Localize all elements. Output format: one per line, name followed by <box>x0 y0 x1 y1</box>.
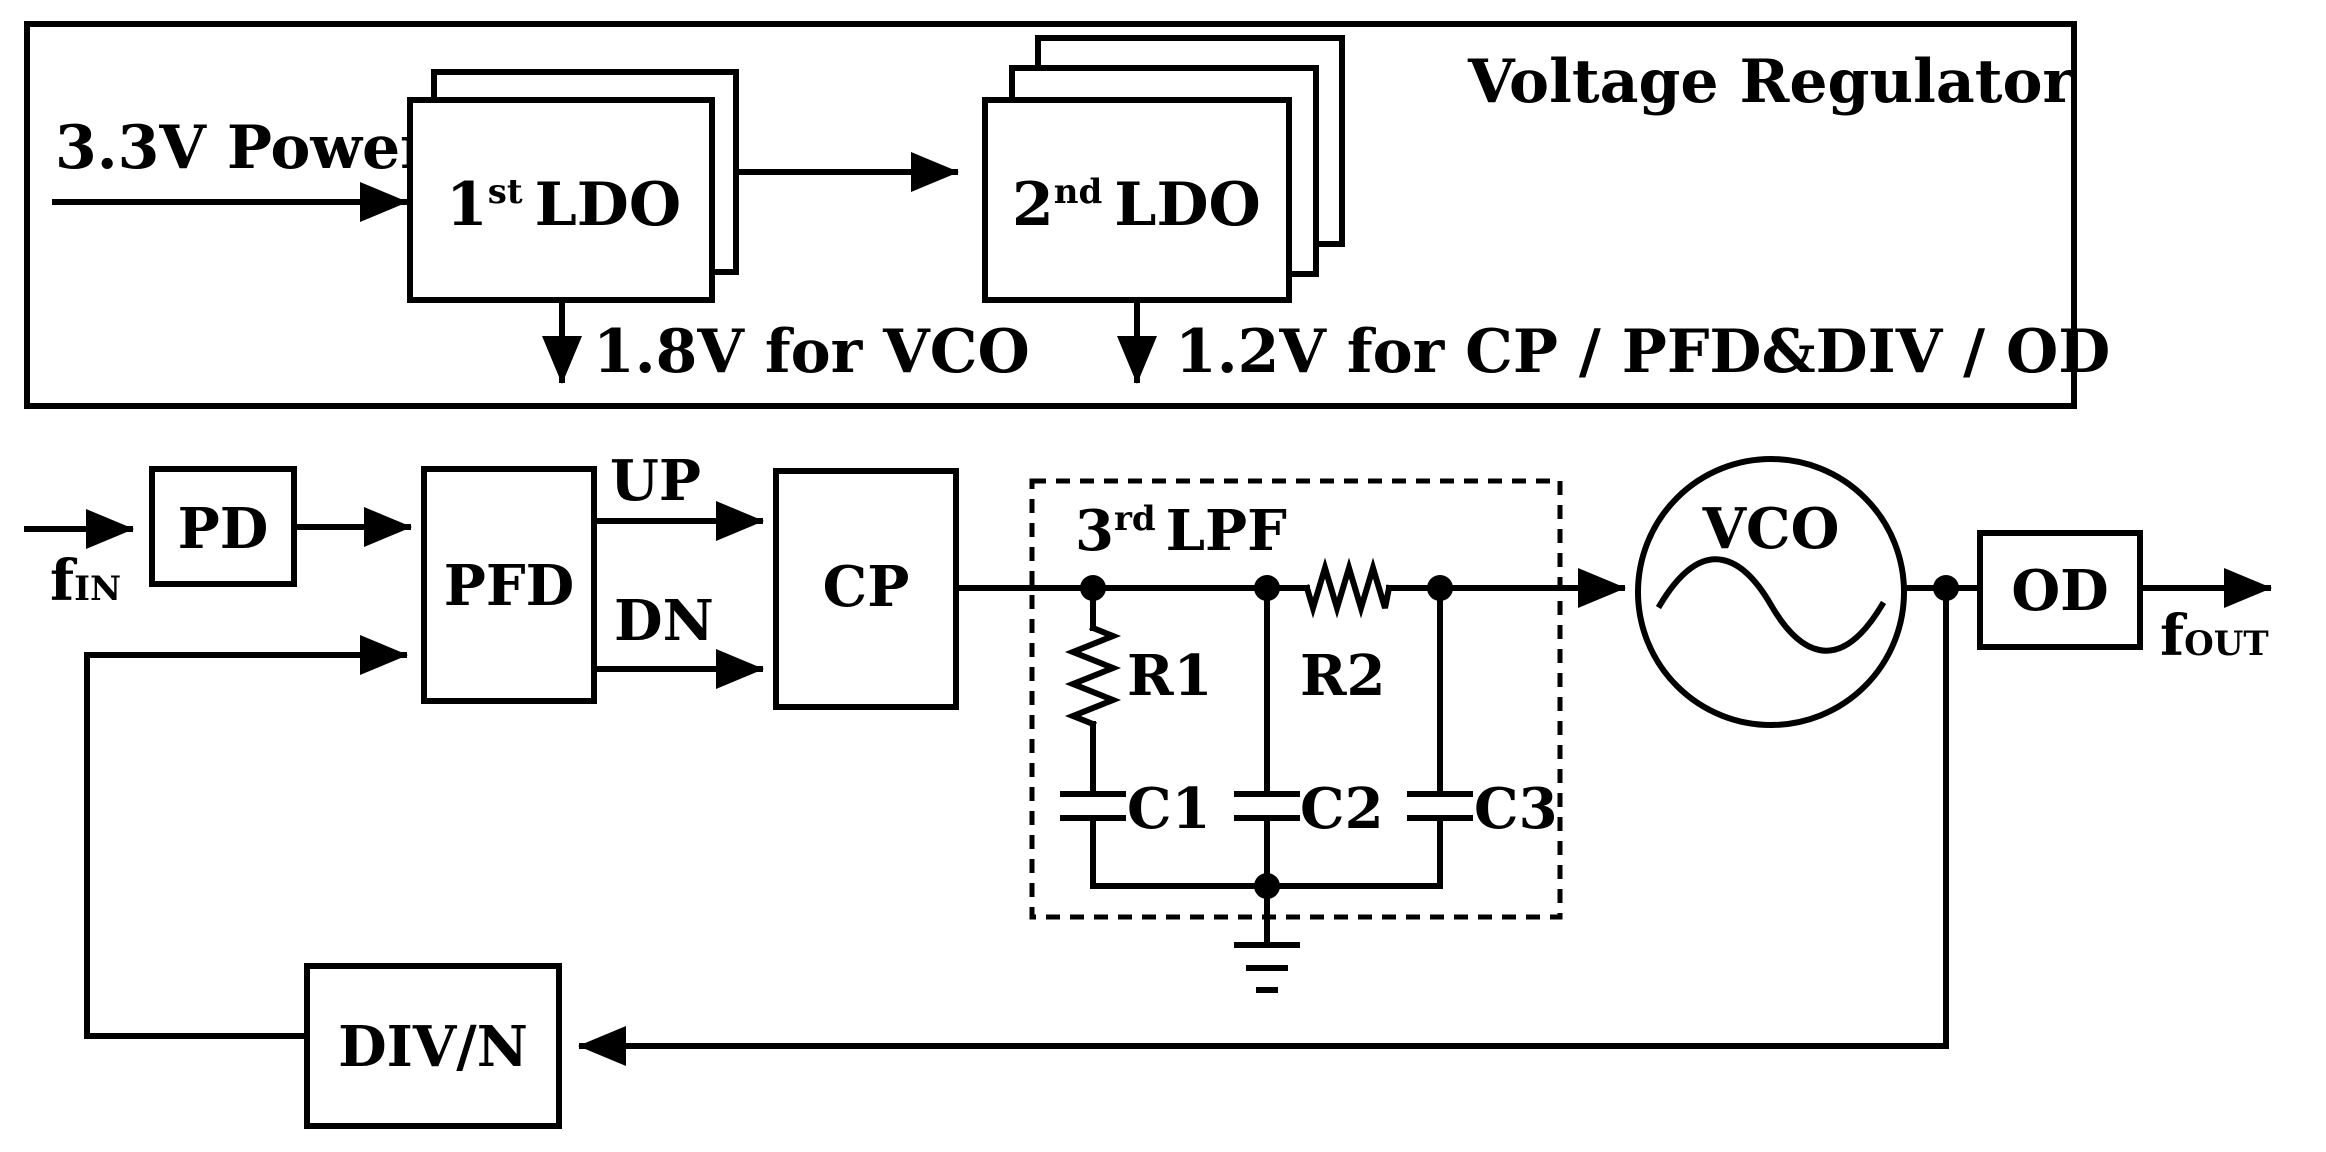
div-to-pfd-wire <box>84 652 310 1039</box>
lpf-frame <box>1029 478 1563 920</box>
junction-c3 <box>1427 575 1453 601</box>
ldo1-output-label: 1.8V for VCO <box>593 317 1030 387</box>
div-label: DIV/N <box>338 1014 528 1080</box>
sine-wave-icon <box>1655 556 1887 654</box>
cp-label: CP <box>823 554 910 620</box>
pd-block <box>149 466 297 587</box>
fout-label: fOUT <box>2160 603 2269 669</box>
junction-r1 <box>1080 575 1106 601</box>
c2-label: C2 <box>1300 776 1384 842</box>
cp-block <box>773 468 959 710</box>
r1-resistor <box>1064 624 1122 728</box>
ground-icon <box>1234 942 1300 993</box>
c1-label: C1 <box>1127 776 1211 842</box>
r2-label: R2 <box>1300 643 1386 709</box>
c3-label: C3 <box>1474 776 1558 842</box>
voltage-regulator-title: Voltage Regulator <box>1467 47 2075 117</box>
junction-c2 <box>1254 575 1280 601</box>
r2-resistor <box>1303 557 1393 619</box>
up-label: UP <box>610 448 701 514</box>
vco-block <box>1635 456 1907 728</box>
power-input-label: 3.3V Power <box>55 113 433 183</box>
fin-label: fIN <box>50 548 121 614</box>
vco-label: VCO <box>1702 496 1840 562</box>
od-label: OD <box>2011 558 2108 624</box>
pfd-block <box>421 466 597 704</box>
pfd-label: PFD <box>444 553 574 619</box>
dn-label: DN <box>614 588 714 654</box>
junction-ground <box>1254 873 1280 899</box>
r1-label: R1 <box>1127 643 1213 709</box>
pd-label: PD <box>178 496 269 562</box>
voltage-regulator-frame <box>24 21 2077 409</box>
div-block <box>304 963 562 1129</box>
ldo2-output-label: 1.2V for CP / PFD&DIV / OD <box>1175 317 2110 387</box>
